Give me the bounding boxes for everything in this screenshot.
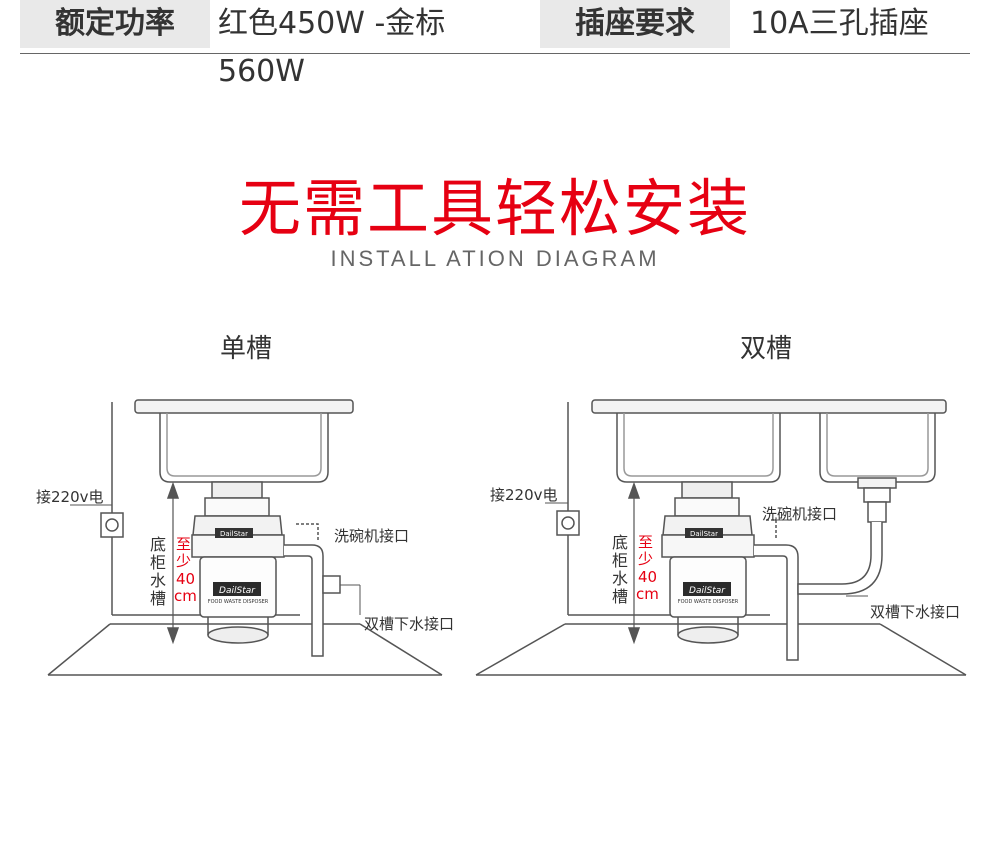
double-double-sink-label: 双槽下水接口 (870, 603, 960, 621)
double-connecting-pipe (797, 522, 883, 595)
double-min-height-label: 至 少 40 cm (636, 533, 659, 603)
spec-divider (20, 53, 970, 54)
double-power-label: 接220v电 (490, 486, 558, 504)
single-disposer-motor-top (191, 534, 285, 558)
double-sink-rim (591, 399, 947, 414)
single-outlet-icon (105, 518, 119, 532)
double-sink-left-basin (616, 413, 781, 483)
double-outlet-icon (561, 516, 575, 530)
double-min-height-char: 少 (638, 550, 653, 568)
double-disposer-flange (681, 481, 733, 499)
single-sink-heading: 单槽 (220, 334, 273, 364)
double-brand-logo (683, 582, 731, 596)
double-sink-diagram (475, 399, 967, 676)
double-min-height-char: 至 (638, 533, 653, 551)
single-drain-pipe (284, 544, 324, 657)
double-disposer-motor-top (661, 534, 755, 558)
single-cabinet-char: 槽 (150, 589, 166, 608)
single-brand-text: DailStar (220, 530, 248, 538)
double-brand-text: DailStar (690, 530, 718, 538)
double-strainer (857, 477, 897, 489)
double-cabinet-char: 底 (612, 533, 628, 552)
double-product-line: FOOD WASTE DISPOSER (678, 599, 739, 605)
single-disposer-flange (211, 481, 263, 499)
single-outlet-box (100, 512, 124, 538)
single-min-height-char: 少 (176, 552, 191, 570)
double-sink-right-basin (819, 413, 936, 483)
double-min-height-char: cm (636, 585, 659, 603)
page-subtitle: INSTALL ATION DIAGRAM (330, 246, 660, 271)
spec-bar: 额定功率 红色450W -金标560W 插座要求 10A三孔插座 (20, 0, 970, 89)
single-double-sink-label: 双槽下水接口 (364, 615, 454, 633)
double-outlet-box (556, 510, 580, 536)
single-cabinet-char: 水 (150, 571, 166, 590)
single-power-label: 接220v电 (36, 488, 104, 506)
single-min-height-char: 40 (176, 570, 195, 588)
double-cabinet-char: 水 (612, 569, 628, 588)
single-sink-rim (134, 399, 354, 414)
socket-requirement-label: 插座要求 (540, 0, 730, 48)
rated-power-label: 额定功率 (20, 0, 210, 48)
double-logo-text: DailStar (689, 586, 726, 596)
double-drain-pipe (754, 544, 799, 661)
single-cabinet-char: 底 (150, 535, 166, 554)
single-product-line: FOOD WASTE DISPOSER (208, 599, 269, 605)
single-logo-text: DailStar (219, 586, 256, 596)
single-min-height-char: cm (174, 587, 197, 605)
socket-requirement-value: 10A三孔插座 (750, 6, 929, 41)
rated-power-value: 红色450W -金标560W (218, 6, 446, 89)
single-sink-diagram (47, 399, 443, 676)
double-cabinet-char: 槽 (612, 587, 628, 606)
single-cabinet-char: 柜 (150, 553, 166, 572)
double-cabinet-label: 底 柜 水 槽 (612, 533, 628, 606)
single-cabinet-label: 底 柜 水 槽 (150, 535, 166, 608)
single-brand-logo (213, 582, 261, 596)
single-brand-plate (215, 528, 253, 538)
double-sink-heading: 双槽 (740, 334, 793, 364)
double-min-height-char: 40 (638, 568, 657, 586)
page-title: 无需工具轻松安装 (238, 172, 751, 245)
double-brand-plate (685, 528, 723, 538)
double-dishwasher-label: 洗碗机接口 (762, 505, 837, 523)
single-dishwasher-label: 洗碗机接口 (334, 527, 409, 545)
double-cabinet-char: 柜 (612, 551, 628, 570)
single-min-height-char: 至 (176, 535, 191, 553)
single-sink-basin (159, 413, 329, 483)
single-min-height-label: 至 少 40 cm (174, 535, 197, 605)
